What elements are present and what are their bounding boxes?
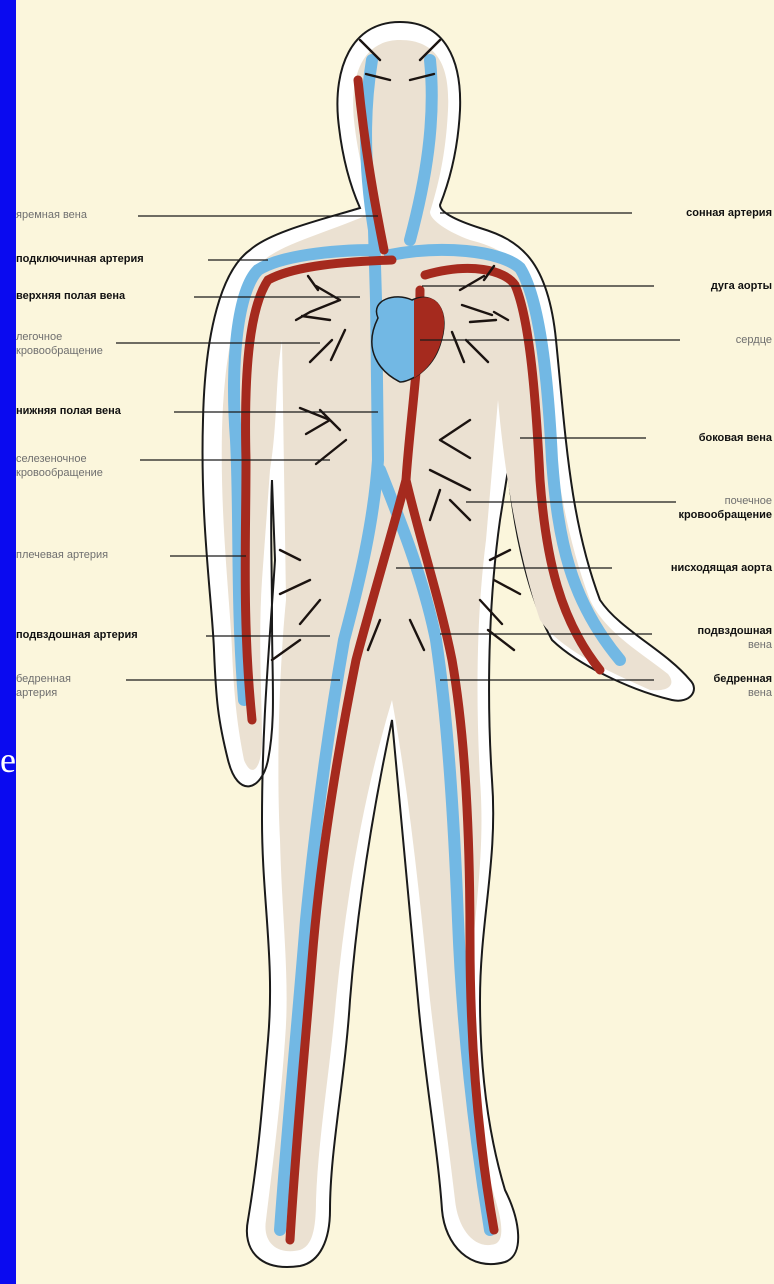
label-femoral-artery: бедреннаяартерия <box>16 672 71 700</box>
label-femoral-vein: бедреннаявена <box>713 672 772 700</box>
label-carotid-artery: сонная артерия <box>686 206 772 220</box>
label-iliac-artery: подвздошная артерия <box>16 628 138 642</box>
label-pulmonary-circulation: легочноекровообращение <box>16 330 103 358</box>
label-splenic-circulation: селезеночноекровообращение <box>16 452 103 480</box>
label-iliac-vein: подвздошнаявена <box>698 624 772 652</box>
label-jugular-vein: яремная вена <box>16 208 87 222</box>
label-brachial-artery: плечевая артерия <box>16 548 108 562</box>
label-superior-vena-cava: верхняя полая вена <box>16 289 125 303</box>
label-aortic-arch: дуга аорты <box>711 279 772 293</box>
label-inferior-vena-cava: нижняя полая вена <box>16 404 121 418</box>
label-subclavian-artery: подключичная артерия <box>16 252 144 266</box>
label-descending-aorta: нисходящая аорта <box>671 561 772 575</box>
label-renal-circulation: почечноекровообращение <box>678 494 772 522</box>
label-lateral-vein: боковая вена <box>699 431 772 445</box>
label-heart: сердце <box>736 333 772 347</box>
